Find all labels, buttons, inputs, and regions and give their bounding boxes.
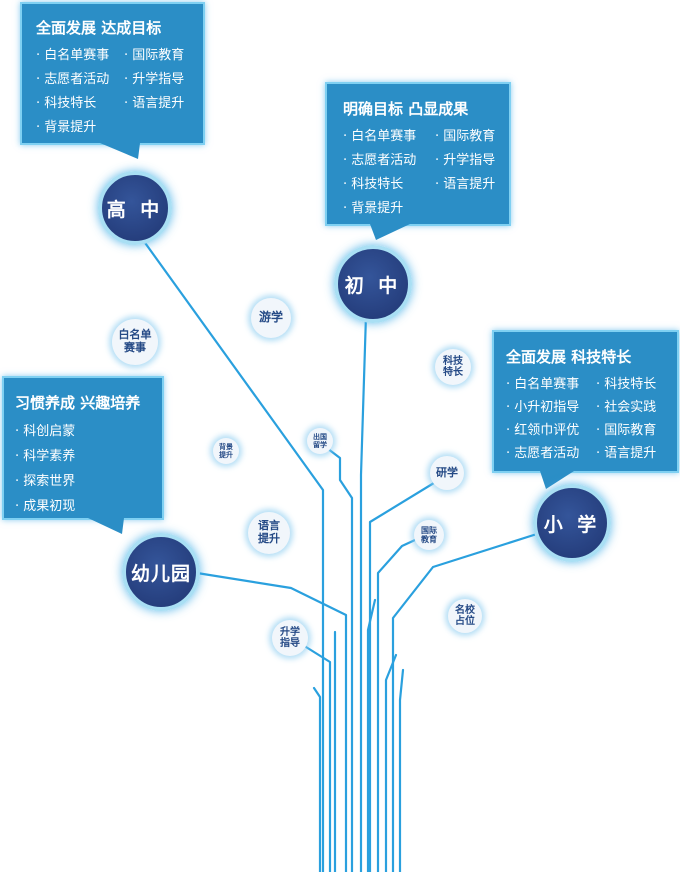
primary-school-item: 小升初指导 bbox=[506, 396, 579, 415]
bubble-line: 游学 bbox=[258, 310, 283, 325]
bubble-line: 研学 bbox=[436, 465, 458, 479]
bubble-line: 语言 bbox=[258, 519, 280, 533]
high-school-title: 全面发展 达成目标 bbox=[36, 19, 162, 37]
research-study-bubble: 研学 bbox=[430, 456, 464, 490]
bubble-line: 留学 bbox=[313, 441, 327, 449]
branch-right-stub-2 bbox=[398, 668, 405, 872]
middle-school-item: 语言提升 bbox=[435, 173, 495, 192]
branch-right-stub-1 bbox=[384, 653, 398, 872]
kindergarten-pointer bbox=[88, 518, 124, 534]
primary-school-item: 国际教育 bbox=[596, 419, 656, 438]
bubble-line: 占位 bbox=[455, 616, 475, 627]
middle-school-pointer bbox=[370, 224, 410, 240]
middle-school-item: 升学指导 bbox=[435, 149, 495, 168]
high-school-item: 语言提升 bbox=[124, 92, 184, 111]
high-school-item: 升学指导 bbox=[124, 68, 184, 87]
bubble-line: 白名单 bbox=[118, 328, 152, 342]
primary-school-item: 语言提升 bbox=[596, 442, 656, 461]
bubble-line: 特长 bbox=[443, 367, 463, 378]
high-school-item: 志愿者活动 bbox=[36, 68, 109, 87]
high-school-item: 科技特长 bbox=[36, 92, 96, 111]
high-school-item: 国际教育 bbox=[124, 44, 184, 63]
high-school-node: 高 中 bbox=[98, 171, 172, 245]
language-boost-bubble: 语言提升 bbox=[248, 512, 290, 554]
middle-school-item: 白名单赛事 bbox=[343, 125, 416, 144]
admission-guidance-bubble: 升学指导 bbox=[272, 620, 308, 656]
middle-school-panel: 明确目标 凸显成果 白名单赛事 国际教育 志愿者活动 升学指导 科技特长 语言提… bbox=[325, 82, 511, 226]
bubble-line: 出国 bbox=[313, 432, 327, 441]
primary-school-panel: 全面发展 科技特长 白名单赛事 科技特长 小升初指导 社会实践 红领巾评优 国际… bbox=[492, 330, 679, 473]
bubble-line: 赛事 bbox=[124, 341, 146, 354]
middle-school-item: 国际教育 bbox=[435, 125, 495, 144]
bubble-line: 升学 bbox=[280, 626, 300, 638]
background-boost-bubble: 背景提升 bbox=[213, 438, 239, 464]
branch-research bbox=[368, 473, 449, 872]
kindergarten-item: 科学素养 bbox=[15, 445, 75, 464]
kindergarten-item: 探索世界 bbox=[15, 470, 75, 489]
bubble-line: 科技 bbox=[443, 355, 463, 367]
branch-study-abroad bbox=[317, 440, 354, 872]
kindergarten-item: 成果初现 bbox=[15, 495, 75, 514]
elite-school-bubble: 名校占位 bbox=[448, 599, 482, 633]
middle-school-item: 科技特长 bbox=[343, 173, 403, 192]
bubble-line: 国际 bbox=[421, 525, 437, 535]
bubble-line: 名校 bbox=[455, 604, 475, 616]
bubble-line: 教育 bbox=[421, 535, 437, 544]
middle-school-title: 明确目标 凸显成果 bbox=[343, 100, 469, 118]
branch-middle-school bbox=[359, 313, 368, 872]
primary-school-item: 科技特长 bbox=[596, 373, 656, 392]
middle-school-node: 初 中 bbox=[334, 245, 412, 323]
high-school-item: 背景提升 bbox=[36, 116, 96, 135]
branch-right-stub-3 bbox=[366, 598, 377, 872]
high-school-pointer bbox=[100, 143, 140, 159]
branch-high-school bbox=[141, 238, 325, 872]
branch-kindergarten bbox=[195, 571, 348, 872]
high-school-panel: 全面发展 达成目标 白名单赛事 国际教育 志愿者活动 升学指导 科技特长 语言提… bbox=[20, 2, 205, 145]
study-abroad-bubble: 出国留学 bbox=[307, 428, 333, 454]
study-tour-bubble: 游学 bbox=[251, 298, 291, 338]
primary-school-item: 社会实践 bbox=[596, 396, 656, 415]
primary-school-item: 白名单赛事 bbox=[506, 373, 579, 392]
branch-left-stub bbox=[312, 686, 322, 872]
kindergarten-panel: 习惯养成 兴趣培养 科创启蒙 科学素养 探索世界 成果初现 bbox=[2, 376, 164, 520]
primary-school-item: 志愿者活动 bbox=[506, 442, 579, 461]
primary-school-item: 红领巾评优 bbox=[506, 419, 579, 438]
middle-school-item: 志愿者活动 bbox=[343, 149, 416, 168]
primary-school-title: 全面发展 科技特长 bbox=[506, 348, 632, 366]
middle-school-item: 背景提升 bbox=[343, 197, 403, 216]
high-school-item: 白名单赛事 bbox=[36, 44, 109, 63]
kindergarten-node: 幼儿园 bbox=[122, 533, 200, 611]
bubble-line: 提升 bbox=[258, 532, 280, 545]
whitelist-competition-bubble: 白名单赛事 bbox=[112, 319, 158, 365]
primary-school-node: 小 学 bbox=[533, 484, 611, 562]
sci-tech-bubble: 科技特长 bbox=[435, 349, 471, 385]
branch-primary-school bbox=[391, 531, 542, 872]
bubble-line: 提升 bbox=[219, 451, 233, 459]
kindergarten-title: 习惯养成 兴趣培养 bbox=[15, 394, 141, 412]
bubble-line: 指导 bbox=[280, 638, 300, 649]
primary-school-pointer bbox=[540, 471, 574, 489]
kindergarten-item: 科创启蒙 bbox=[15, 420, 75, 439]
bubble-line: 背景 bbox=[219, 442, 233, 451]
intl-education-bubble: 国际教育 bbox=[414, 520, 444, 550]
